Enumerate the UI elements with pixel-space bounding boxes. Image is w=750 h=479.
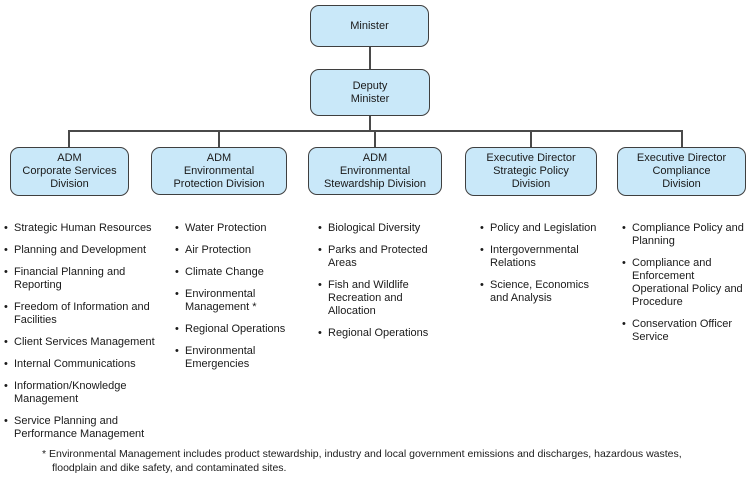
list-item: • Information/Knowledge Management xyxy=(4,380,164,406)
list-item: • Climate Change xyxy=(175,266,303,279)
list-item: • Compliance and Enforcement Operational … xyxy=(622,257,747,309)
list-item: • Conservation Officer Service xyxy=(622,318,747,344)
connector-line xyxy=(369,116,371,132)
org-node-deputy-minister: Deputy Minister xyxy=(310,69,430,116)
org-node-label: ADM Environmental Protection Division xyxy=(173,151,265,190)
list-item: • Environmental Management * xyxy=(175,288,303,314)
connector-line xyxy=(681,130,683,147)
bullet-icon: • xyxy=(4,336,8,348)
list-item: • Fish and Wildlife Recreation and Alloca… xyxy=(318,279,446,318)
org-node-compliance: Executive Director Compliance Division xyxy=(617,147,746,196)
list-item-label: Intergovernmental Relations xyxy=(490,244,579,269)
list-item: • Policy and Legislation xyxy=(480,222,605,235)
bullet-icon: • xyxy=(4,301,8,313)
org-node-environmental-protection: ADM Environmental Protection Division xyxy=(151,147,287,195)
connector-line xyxy=(218,130,220,147)
division-list-environmental-protection: • Water Protection • Air Protection • Climate… xyxy=(175,222,303,380)
bullet-icon: • xyxy=(175,345,179,357)
bullet-icon: • xyxy=(175,288,179,300)
bullet-icon: • xyxy=(4,358,8,370)
list-item-label: Financial Planning and Reporting xyxy=(14,266,126,291)
list-item: • Strategic Human Resources xyxy=(4,222,164,235)
list-item: • Financial Planning and Reporting xyxy=(4,266,164,292)
list-item: • Biological Diversity xyxy=(318,222,446,235)
list-item-label: Fish and Wildlife Recreation and Allocat… xyxy=(328,279,409,317)
list-item-label: Internal Communications xyxy=(14,358,136,370)
org-node-label: ADM Corporate Services Division xyxy=(22,152,117,190)
list-item: • Compliance Policy and Planning xyxy=(622,222,747,248)
org-node-strategic-policy: Executive Director Strategic Policy Divi… xyxy=(465,147,597,196)
list-item: • Client Services Management xyxy=(4,336,164,349)
list-item: • Service Planning and Performance Manage… xyxy=(4,415,164,441)
list-item: • Intergovernmental Relations xyxy=(480,244,605,270)
connector-line xyxy=(369,47,371,69)
bullet-icon: • xyxy=(622,318,626,330)
list-item: • Freedom of Information and Facilities xyxy=(4,301,164,327)
bullet-icon: • xyxy=(175,222,179,234)
list-item-label: Client Services Management xyxy=(14,336,155,348)
bullet-icon: • xyxy=(318,279,322,291)
list-item-label: Strategic Human Resources xyxy=(14,222,152,234)
list-item-label: Compliance Policy and Planning xyxy=(632,222,744,247)
division-list-corporate-services: • Strategic Human Resources • Planning and … xyxy=(4,222,164,450)
division-list-compliance: • Compliance Policy and Planning • Complian… xyxy=(622,222,747,353)
list-item: • Regional Operations xyxy=(175,323,303,336)
list-item-label: Compliance and Enforcement Operational P… xyxy=(632,257,743,308)
list-item-label: Climate Change xyxy=(185,266,264,278)
list-item-label: Environmental Emergencies xyxy=(185,345,256,370)
bullet-icon: • xyxy=(4,266,8,278)
list-item-label: Parks and Protected Areas xyxy=(328,244,428,269)
list-item-label: Information/Knowledge Management xyxy=(14,380,127,405)
division-list-environmental-stewardship: • Biological Diversity • Parks and Protecte… xyxy=(318,222,446,349)
list-item-label: Environmental Management * xyxy=(185,288,257,313)
list-item-label: Conservation Officer Service xyxy=(632,318,733,343)
list-item: • Air Protection xyxy=(175,244,303,257)
org-node-label: Minister xyxy=(350,19,389,32)
list-item: • Parks and Protected Areas xyxy=(318,244,446,270)
list-item-label: Policy and Legislation xyxy=(490,222,597,234)
list-item: • Water Protection xyxy=(175,222,303,235)
org-node-minister: Minister xyxy=(310,5,429,47)
list-item-label: Regional Operations xyxy=(185,323,286,335)
division-list-strategic-policy: • Policy and Legislation • Intergovernmenta… xyxy=(480,222,605,314)
bullet-icon: • xyxy=(480,244,484,256)
bullet-icon: • xyxy=(318,222,322,234)
list-item-label: Science, Economics and Analysis xyxy=(490,279,590,304)
org-node-corporate-services: ADM Corporate Services Division xyxy=(10,147,129,196)
list-item: • Science, Economics and Analysis xyxy=(480,279,605,305)
bullet-icon: • xyxy=(318,244,322,256)
list-item: • Environmental Emergencies xyxy=(175,345,303,371)
bullet-icon: • xyxy=(4,222,8,234)
footnote: * Environmental Management includes prod… xyxy=(42,448,682,474)
bullet-icon: • xyxy=(175,266,179,278)
list-item: • Regional Operations xyxy=(318,327,446,340)
bullet-icon: • xyxy=(622,257,626,269)
org-node-label: Executive Director Compliance Division xyxy=(636,152,727,190)
connector-line xyxy=(374,130,376,147)
org-node-label: Executive Director Strategic Policy Divi… xyxy=(486,152,576,190)
bullet-icon: • xyxy=(318,327,322,339)
connector-line xyxy=(68,130,70,147)
list-item-label: Regional Operations xyxy=(328,327,429,339)
bullet-icon: • xyxy=(4,415,8,427)
bullet-icon: • xyxy=(480,222,484,234)
bullet-icon: • xyxy=(175,323,179,335)
list-item-label: Freedom of Information and Facilities xyxy=(14,301,150,326)
list-item: • Internal Communications xyxy=(4,358,164,371)
bullet-icon: • xyxy=(622,222,626,234)
list-item: • Planning and Development xyxy=(4,244,164,257)
bullet-icon: • xyxy=(4,380,8,392)
list-item-label: Biological Diversity xyxy=(328,222,421,234)
org-node-label: ADM Environmental Stewardship Division xyxy=(323,151,427,190)
list-item-label: Water Protection xyxy=(185,222,267,234)
list-item-label: Air Protection xyxy=(185,244,252,256)
org-node-label: Deputy Minister xyxy=(350,79,390,105)
list-item-label: Planning and Development xyxy=(14,244,147,256)
bullet-icon: • xyxy=(4,244,8,256)
bullet-icon: • xyxy=(480,279,484,291)
bullet-icon: • xyxy=(175,244,179,256)
org-node-environmental-stewardship: ADM Environmental Stewardship Division xyxy=(308,147,442,195)
list-item-label: Service Planning and Performance Managem… xyxy=(14,415,145,440)
connector-line xyxy=(530,130,532,147)
